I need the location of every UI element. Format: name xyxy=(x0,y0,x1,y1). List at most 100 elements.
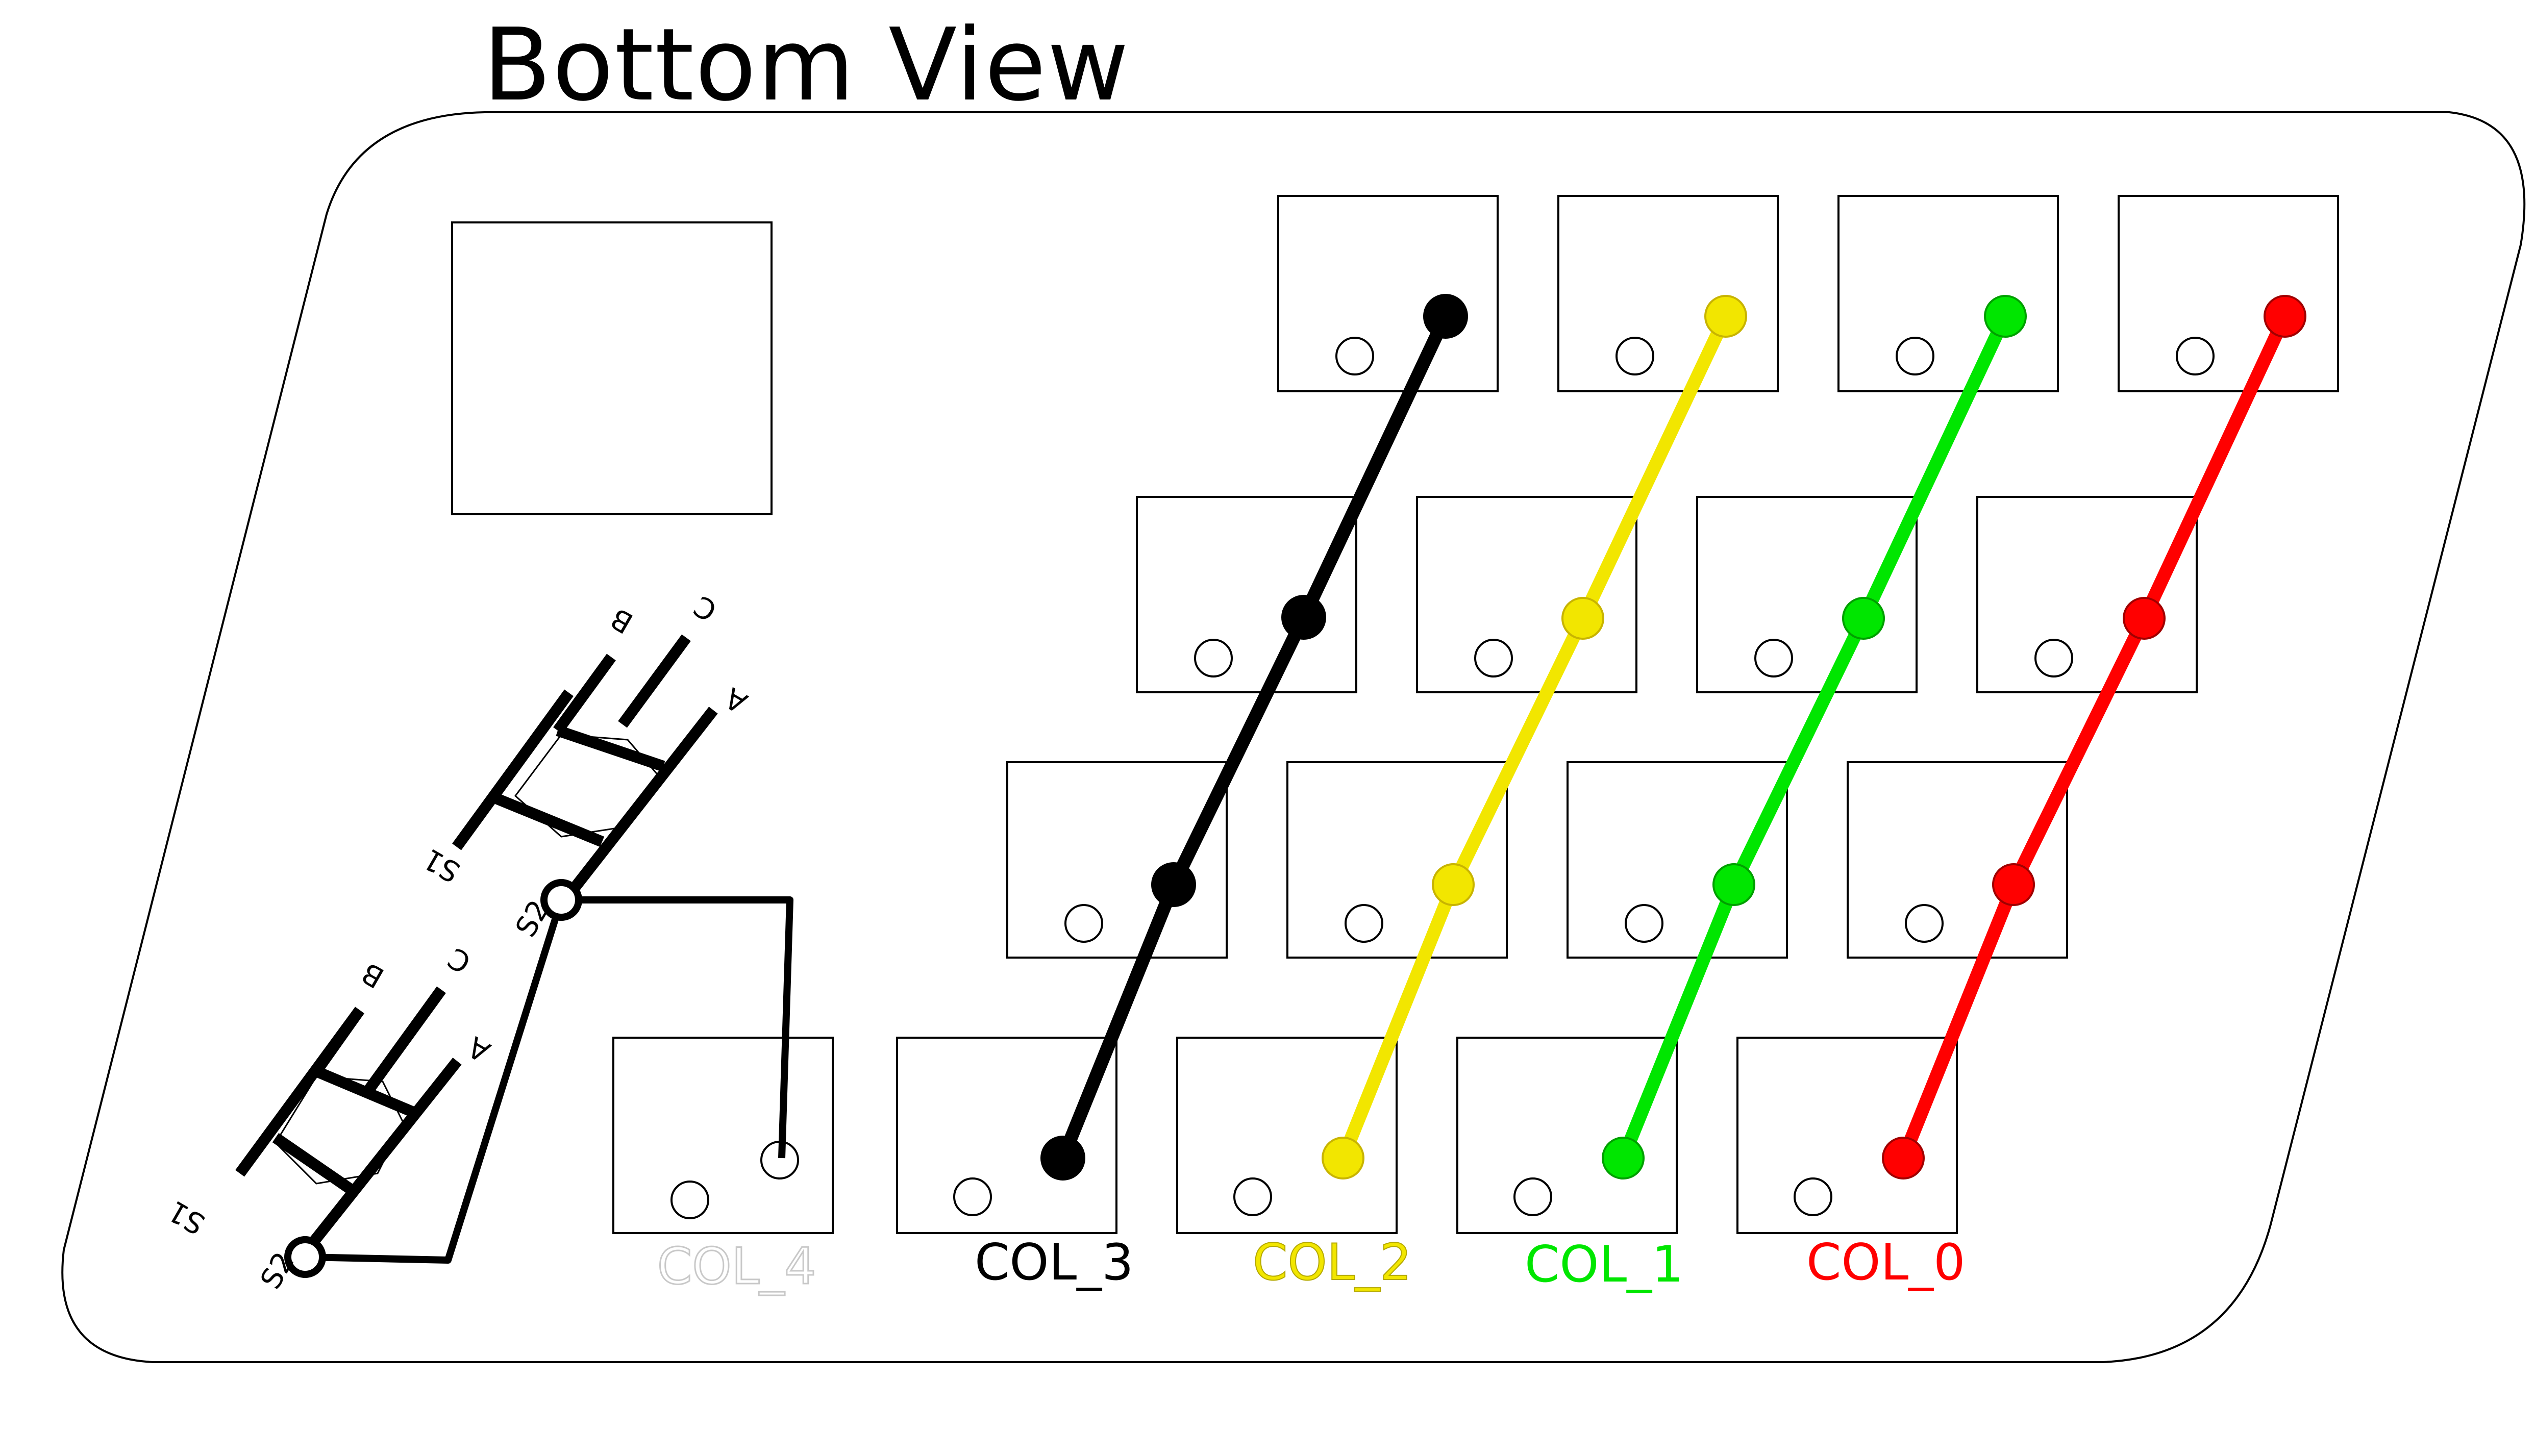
key-hole xyxy=(1345,904,1383,943)
key-hole xyxy=(1896,337,1934,375)
key-row-4 xyxy=(612,1037,1958,1234)
encoder-pin-a-leg xyxy=(299,1058,462,1259)
encoder-label-c: C xyxy=(689,589,723,627)
encoder-label-b: B xyxy=(605,601,639,640)
col-1-node xyxy=(1842,597,1885,640)
key-switch xyxy=(1176,1037,1398,1234)
diagram-title: Bottom View xyxy=(483,7,1130,123)
key-row-2 xyxy=(1136,496,2198,693)
encoder-label-b: B xyxy=(356,956,390,994)
key-switch xyxy=(896,1037,1117,1234)
key-hole xyxy=(670,1181,709,1219)
encoder-label-c: C xyxy=(443,941,477,980)
encoder-label-a: A xyxy=(462,1030,496,1068)
col-2-trace xyxy=(1336,310,1732,1165)
col-1-trace xyxy=(1617,310,2012,1165)
key-hole xyxy=(1905,904,1944,943)
key-hole xyxy=(1513,1177,1552,1216)
encoder-label-s1: S1 xyxy=(418,842,466,889)
key-switch xyxy=(1136,496,1357,693)
col-3-node xyxy=(1281,595,1326,640)
key-row-1 xyxy=(1277,195,2339,392)
top-left-component-square xyxy=(451,221,773,515)
rotary-encoder-lower xyxy=(235,986,462,1278)
key-switch xyxy=(1976,496,2198,693)
key-switch xyxy=(612,1037,834,1234)
key-switch xyxy=(1277,195,1499,392)
key-hole xyxy=(1064,904,1103,943)
column-wire-col-0 xyxy=(1882,295,2306,1179)
key-switch xyxy=(1736,1037,1958,1234)
col-4-trace-lower xyxy=(305,898,565,1264)
encoder-label-a: A xyxy=(719,681,753,719)
encoder-body-hex xyxy=(275,1075,404,1185)
col-1-label: COL_1 xyxy=(1525,1236,1684,1294)
col-2-node xyxy=(1561,597,1604,640)
col-4-label: COL_4 xyxy=(657,1238,816,1296)
col-3-node xyxy=(1423,294,1468,339)
key-hole xyxy=(953,1177,992,1216)
board-outline xyxy=(61,111,2526,1363)
encoder-pin-c-leg xyxy=(363,986,446,1095)
col-0-label: COL_0 xyxy=(1806,1234,1966,1292)
key-hole xyxy=(2034,639,2073,677)
key-switch xyxy=(1847,761,2068,959)
col-0-node xyxy=(2264,295,2306,338)
key-hole xyxy=(1754,639,1793,677)
key-switch xyxy=(1416,496,1637,693)
encoder-body-bottom xyxy=(487,790,605,847)
col-0-node xyxy=(1992,863,2035,906)
col-2-node xyxy=(1432,863,1475,906)
key-hole xyxy=(2176,337,2215,375)
column-wire-col-4 xyxy=(305,896,793,1264)
col-3-node xyxy=(1040,1136,1085,1181)
key-switch xyxy=(2118,195,2339,392)
col-0-node xyxy=(1882,1137,1925,1179)
key-hole xyxy=(1335,337,1374,375)
key-switch xyxy=(1456,1037,1678,1234)
key-hole xyxy=(1233,1177,1272,1216)
key-hole xyxy=(1625,904,1663,943)
encoder-pin-s2-pad xyxy=(284,1236,326,1278)
column-wire-col-1 xyxy=(1602,295,2027,1179)
key-switch xyxy=(1696,496,1918,693)
col-2-node xyxy=(1322,1137,1364,1179)
rotary-encoder-upper xyxy=(452,634,718,921)
encoder-pin-s2-pad xyxy=(540,879,582,921)
column-labels: COL_4 COL_3 COL_2 COL_1 COL_0 xyxy=(657,1233,1966,1297)
key-hole xyxy=(1474,639,1513,677)
col-3-label: COL_3 xyxy=(975,1234,1134,1292)
col-1-node xyxy=(1602,1137,1645,1179)
col-3-node xyxy=(1151,862,1196,907)
key-hole xyxy=(1794,1177,1832,1216)
encoder-pin-b-leg xyxy=(553,654,616,734)
key-switch xyxy=(1006,761,1228,959)
key-hole xyxy=(1616,337,1654,375)
col-1-node xyxy=(1984,295,2027,338)
key-switch xyxy=(1567,761,1788,959)
col-2-label: COL_2 xyxy=(1253,1234,1412,1292)
encoder-pin-s1-leg xyxy=(452,689,574,850)
encoder-body-bottom xyxy=(272,1133,361,1199)
col-0-node xyxy=(2123,597,2166,640)
key-switch xyxy=(1557,195,1779,392)
col-0-trace xyxy=(1897,310,2292,1165)
column-wire-col-2 xyxy=(1322,295,1747,1179)
encoder-pin-a-leg xyxy=(554,707,718,912)
col-2-node xyxy=(1704,295,1747,338)
key-switch xyxy=(1837,195,2059,392)
column-wire-col-3 xyxy=(1040,294,1468,1181)
key-row-3 xyxy=(1006,761,2068,959)
col-4-trace-upper xyxy=(561,896,793,1159)
encoder-label-s1: S1 xyxy=(163,1194,211,1241)
col-1-node xyxy=(1712,863,1755,906)
encoder-body-hex xyxy=(514,734,659,838)
encoder-upper-labels: S1 B C A S2 xyxy=(418,589,753,943)
encoder-pin-b-leg xyxy=(312,1007,364,1075)
key-switch xyxy=(1286,761,1508,959)
encoder-lower-labels: S1 B C A S2 xyxy=(163,941,496,1295)
encoder-pin-c-leg xyxy=(618,634,691,728)
key-hole xyxy=(1194,639,1233,677)
